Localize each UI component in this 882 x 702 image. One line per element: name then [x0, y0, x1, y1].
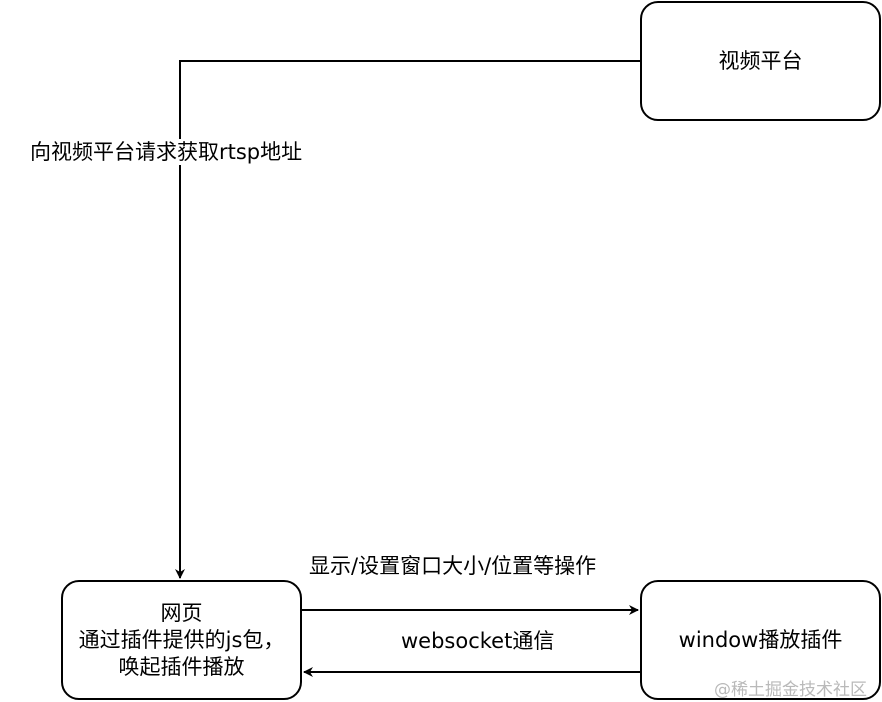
edge-label-control-ops: 显示/设置窗口大小/位置等操作	[309, 553, 597, 579]
edge-request-rtsp	[175, 60, 641, 579]
node-window-plugin: window播放插件	[640, 580, 881, 700]
node-webpage: 网页 通过插件提供的js包， 唤起插件播放	[61, 580, 302, 700]
node-window-plugin-label: window播放插件	[678, 627, 843, 652]
node-video-platform-label: 视频平台	[718, 48, 803, 73]
node-webpage-line-2: 通过插件提供的js包，	[78, 627, 285, 652]
watermark: @稀土掘金技术社区	[714, 680, 867, 700]
node-webpage-line-3: 唤起插件播放	[118, 654, 245, 679]
node-video-platform: 视频平台	[640, 1, 881, 121]
edge-label-websocket: websocket通信	[401, 628, 555, 654]
node-webpage-title: 网页	[160, 600, 203, 625]
edge-label-request-rtsp: 向视频平台请求获取rtsp地址	[30, 139, 303, 165]
